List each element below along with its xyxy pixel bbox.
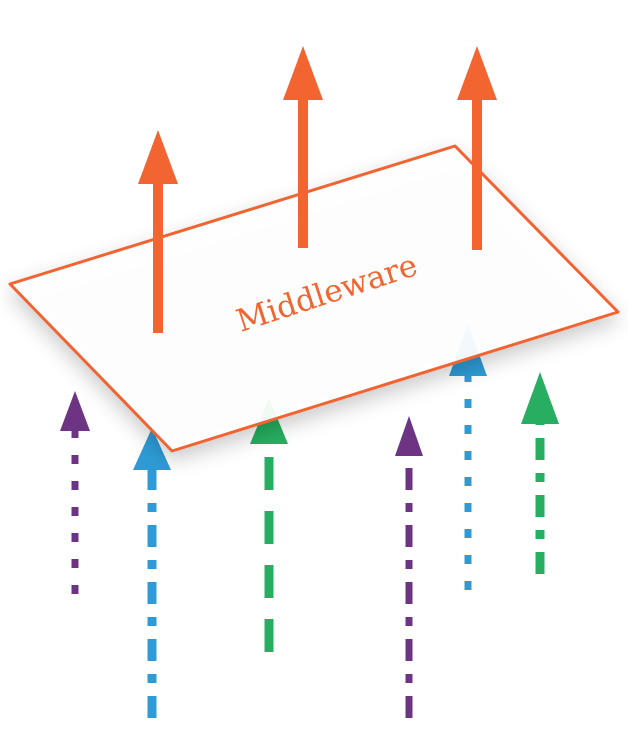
incoming-arrow-blue-1 [133, 428, 171, 718]
outgoing-arrows [138, 46, 497, 333]
outgoing-arrow-2-head [283, 46, 323, 100]
incoming-arrow-blue-1-head [133, 428, 171, 470]
incoming-arrow-purple-2 [395, 416, 423, 718]
outgoing-arrow-3-head [457, 46, 497, 100]
middleware-plane: Middleware [8, 144, 620, 453]
outgoing-arrow-2 [283, 46, 323, 248]
incoming-arrow-purple-1 [60, 391, 90, 594]
outgoing-arrow-1-head [138, 130, 178, 184]
outgoing-arrow-3 [457, 46, 497, 250]
incoming-arrow-green-2 [521, 372, 559, 574]
outgoing-arrow-1 [138, 130, 178, 333]
incoming-arrow-green-1 [250, 398, 288, 652]
incoming-arrow-green-2-head [521, 372, 559, 424]
incoming-arrow-purple-2-head [395, 416, 423, 456]
incoming-arrow-purple-1-head [60, 391, 90, 431]
